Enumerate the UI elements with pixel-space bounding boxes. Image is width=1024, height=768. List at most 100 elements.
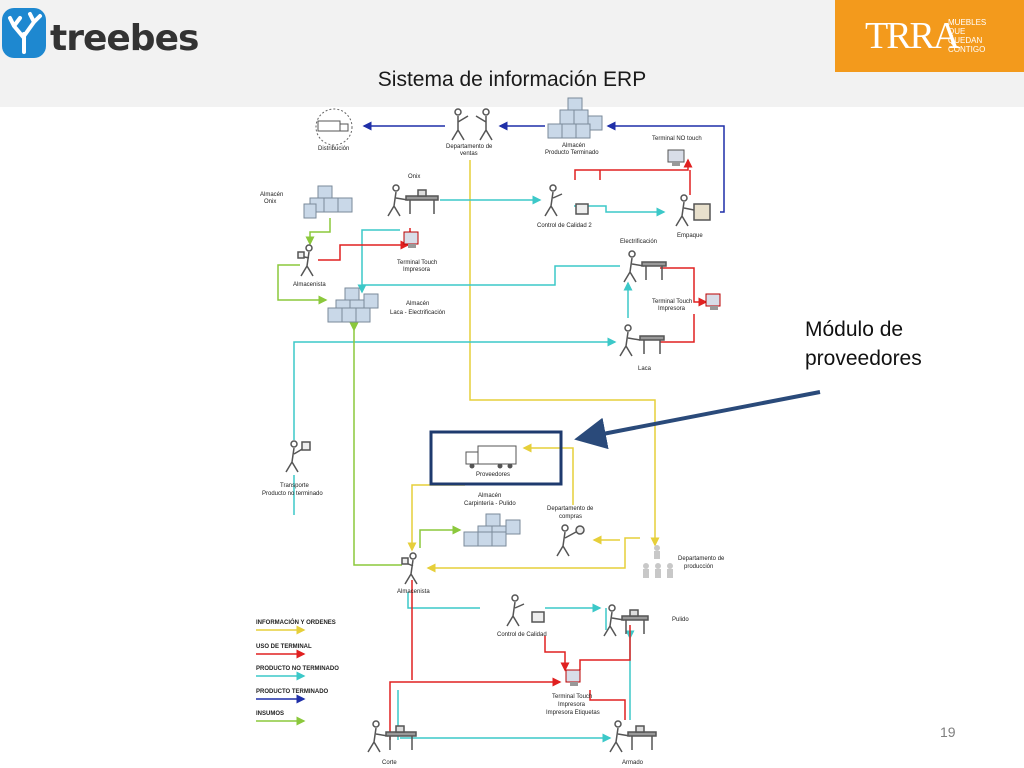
node-corte: Corte (367, 720, 417, 766)
info-flow-1 (469, 160, 660, 547)
node-almacen-laca: Almacén Laca - Electrificación (327, 287, 445, 323)
treebes-logo: treebes (0, 0, 199, 72)
svg-text:ventas: ventas (460, 151, 478, 157)
legend: INFORMACIÓN Y ORDENES USO DE TERMINAL PR… (256, 618, 339, 726)
node-armado: Armado (609, 720, 657, 766)
legend-item-info: INFORMACIÓN Y ORDENES (256, 618, 336, 635)
unfinished-flow-8 (397, 592, 480, 740)
svg-text:Pulido: Pulido (672, 617, 689, 623)
svg-text:Distribución: Distribución (318, 146, 349, 152)
svg-text:producción: producción (684, 564, 713, 570)
boxes-icon (327, 287, 379, 323)
packer-icon (675, 194, 711, 227)
treebes-wordmark: treebes (50, 18, 199, 59)
legend-item-finished: PRODUCTO TERMINADO (256, 689, 329, 704)
supplies-flow-4 (419, 525, 462, 548)
monitor-icon (705, 293, 721, 307)
node-terminal-touch-2: Terminal Touch Impresora (652, 293, 721, 312)
page-number: 19 (940, 724, 956, 740)
worker-icon (609, 720, 657, 753)
boxes-icon (303, 185, 353, 219)
person-icon (451, 108, 493, 141)
legend-item-supplies: INSUMOS (256, 711, 306, 726)
svg-text:Producto Terminado: Producto Terminado (545, 150, 599, 156)
terminal-flow-10 (544, 636, 570, 672)
truck-icon (317, 120, 341, 132)
svg-text:USO DE TERMINAL: USO DE TERMINAL (256, 644, 312, 650)
person-icon (556, 524, 585, 557)
node-control-calidad: Control de Calidad (497, 594, 547, 638)
terminal-flow-4 (318, 240, 410, 261)
svg-text:Transporte: Transporte (280, 483, 309, 489)
svg-text:Almacén: Almacén (562, 143, 585, 149)
svg-text:Almacén: Almacén (478, 493, 501, 499)
node-almacen-onix: Almacén Onix (260, 185, 353, 219)
callout-line-1: Módulo de (805, 318, 904, 341)
svg-text:Departamento de: Departamento de (446, 144, 493, 150)
node-proveedores: Proveedores (429, 430, 563, 486)
svg-text:Empaque: Empaque (677, 233, 703, 239)
inspector-icon (506, 594, 545, 627)
svg-text:Onix: Onix (408, 174, 420, 180)
terminal-flow-8 (389, 677, 562, 740)
svg-text:Laca - Electrificación: Laca - Electrificación (390, 310, 445, 316)
trra-logo: TRRA MUEBLES QUE QUEDAN CONTIGO (835, 0, 1024, 72)
node-distribucion: Distribución (315, 108, 353, 152)
svg-text:Carpintería - Pulido: Carpintería - Pulido (464, 501, 516, 507)
svg-text:Impresora Etiquetas: Impresora Etiquetas (546, 710, 600, 716)
carrier-icon (285, 440, 311, 473)
person-icon (401, 552, 418, 585)
slide-title: Sistema de información ERP (377, 68, 647, 91)
svg-text:compras: compras (559, 514, 582, 520)
legend-item-terminal: USO DE TERMINAL (256, 644, 312, 659)
svg-text:Almacenista: Almacenista (397, 589, 430, 595)
svg-text:Departamento de: Departamento de (547, 506, 594, 512)
terminal-flow-12 (579, 625, 631, 670)
node-terminal-etiquetas: Terminal Touch Impresora Impresora Etiqu… (546, 669, 600, 716)
info-flow-2 (426, 537, 640, 573)
svg-text:INFORMACIÓN Y ORDENES: INFORMACIÓN Y ORDENES (256, 618, 336, 626)
node-depto-compras: Departamento de compras (547, 506, 594, 557)
boxes-icon (463, 513, 521, 547)
worker-icon (623, 250, 667, 283)
callout-arrow (574, 390, 821, 450)
svg-text:Terminal Touch: Terminal Touch (552, 694, 592, 700)
node-transporte: Transporte Producto no terminado (262, 440, 323, 497)
svg-text:Departamento de: Departamento de (678, 556, 725, 562)
node-empaque: Empaque (675, 194, 711, 239)
node-almacenista-top: Almacenista (293, 244, 326, 288)
node-pulido: Pulido (603, 604, 689, 637)
supplies-flow-3 (349, 322, 402, 566)
node-ventas: Departamento de ventas (446, 108, 493, 157)
svg-text:Terminal Touch: Terminal Touch (397, 260, 437, 266)
unfinished-flow-3 (361, 229, 620, 286)
svg-text:Armado: Armado (622, 760, 644, 766)
terminal-flow-6 (660, 267, 708, 307)
monitor-icon (565, 669, 581, 683)
worker-icon (387, 184, 439, 217)
svg-text:Terminal NO touch: Terminal NO touch (652, 136, 702, 142)
svg-text:Onix: Onix (264, 199, 276, 205)
node-depto-produccion: Departamento de producción (643, 545, 725, 578)
unfinished-flow-5 (293, 337, 617, 440)
truck-icon (477, 445, 517, 465)
svg-text:PRODUCTO NO TERMINADO: PRODUCTO NO TERMINADO (256, 666, 339, 672)
monitor-icon (403, 231, 419, 245)
callout-line-2: proveedores (805, 347, 922, 370)
svg-text:Impresora: Impresora (403, 267, 431, 273)
supplies-flow-1 (305, 218, 331, 246)
worker-icon (367, 720, 417, 753)
node-laca: Laca (619, 324, 665, 372)
worker-icon (619, 324, 665, 357)
svg-text:Impresora: Impresora (658, 306, 686, 312)
svg-text:Terminal Touch: Terminal Touch (652, 299, 692, 305)
node-terminal-no-touch: Terminal NO touch (652, 136, 702, 166)
people-icon (643, 545, 673, 578)
trra-wordmark: TRRA (865, 15, 960, 57)
trra-tagline: MUEBLES QUE QUEDAN CONTIGO (948, 18, 987, 54)
legend-item-unfinished: PRODUCTO NO TERMINADO (256, 666, 339, 681)
unfinished-flow-2 (574, 205, 666, 217)
terminal-flow-7 (660, 314, 695, 343)
node-terminal-touch: Terminal Touch Impresora (397, 231, 437, 273)
